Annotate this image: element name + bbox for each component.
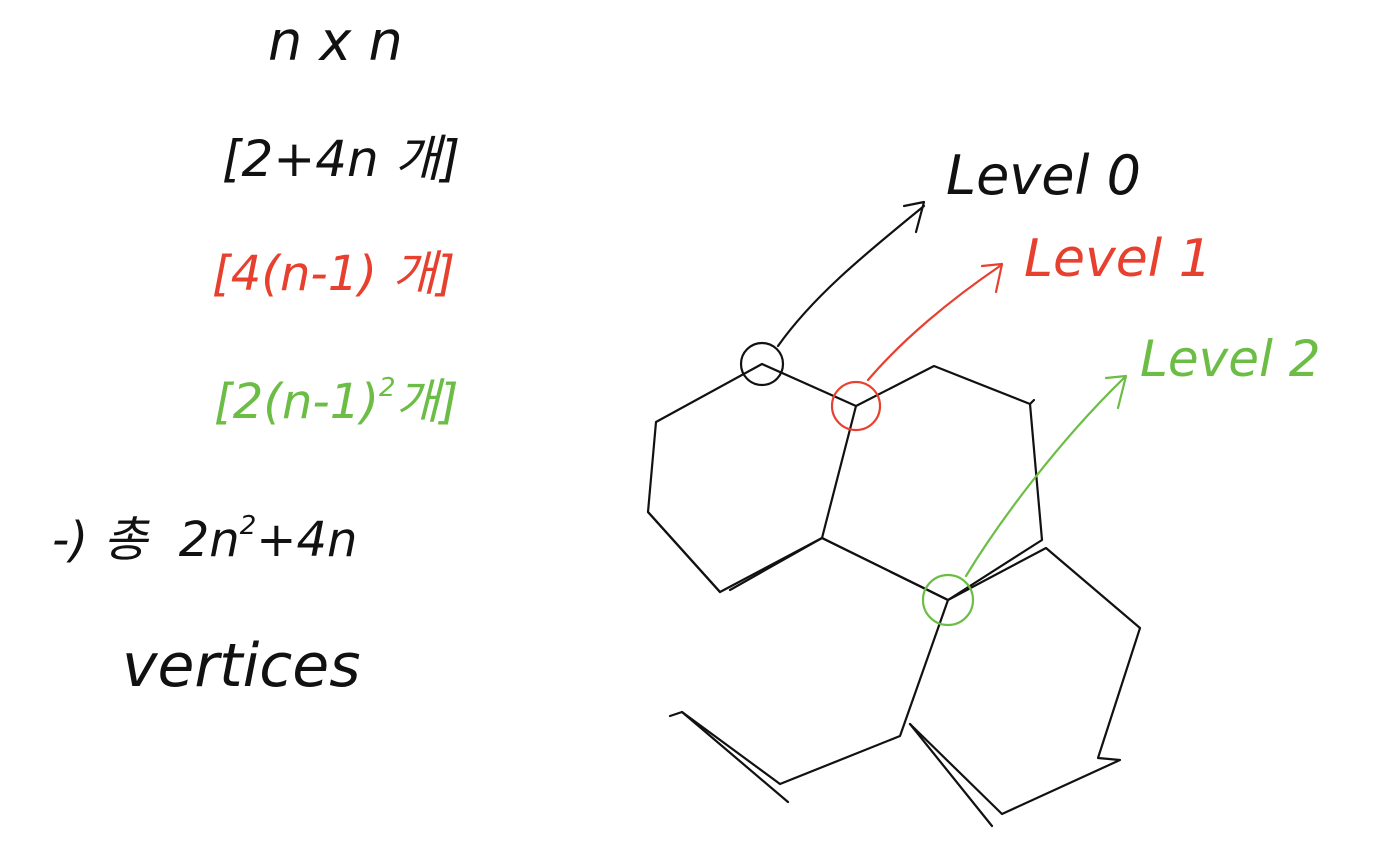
edge-stroke — [908, 722, 994, 828]
level2-label: Level 2 — [1140, 330, 1321, 388]
total-label: -) 총 2n2+4n — [52, 511, 357, 568]
level1-annotation: Level 1 — [830, 229, 1212, 432]
level0-label: Level 0 — [946, 144, 1141, 207]
green-count-prefix: [2(n-1) — [214, 374, 379, 430]
edge-stroke — [1028, 398, 1036, 406]
level1-arrow — [866, 264, 1002, 382]
level2-annotation: Level 2 — [921, 330, 1321, 627]
green-count-label: [2(n-1)2개] — [214, 373, 458, 430]
level2-arrowhead — [1104, 374, 1128, 410]
hexagon-top-left — [646, 362, 858, 594]
green-count-suffix: 개] — [396, 374, 459, 430]
red-count-label: [4(n-1) 개] — [212, 246, 455, 302]
level2-arrow — [964, 376, 1126, 578]
level0-annotation: Level 0 — [739, 144, 1141, 387]
level1-arrowhead — [980, 262, 1004, 294]
hexagon-bottom-left — [668, 536, 950, 786]
hexagon-bottom-right — [908, 546, 1142, 816]
hexagon-grid — [646, 362, 1142, 828]
edge-stroke — [680, 710, 790, 804]
level0-arrowhead — [902, 200, 926, 234]
vertices-label: vertices — [122, 631, 360, 701]
level0-arrow — [776, 204, 926, 348]
green-count-exponent: 2 — [379, 373, 396, 403]
total-value-suffix: +4n — [256, 512, 357, 568]
level1-label: Level 1 — [1024, 229, 1212, 289]
total-value-exponent: 2 — [240, 511, 257, 541]
hexagon-top-right — [820, 364, 1044, 602]
notes-group: n x n [2+4n 개] [4(n-1) 개] [2(n-1)2개] -) … — [52, 10, 460, 701]
grid-size-label: n x n — [268, 10, 403, 73]
level1-vertex-marker — [830, 380, 882, 432]
level0-vertex-marker — [739, 341, 785, 387]
total-prefix: -) 총 — [52, 512, 150, 568]
level2-vertex-marker — [921, 573, 975, 627]
total-value-prefix: 2n — [179, 512, 240, 568]
black-count-label: [2+4n 개] — [222, 130, 460, 188]
edge-stroke — [646, 510, 722, 594]
